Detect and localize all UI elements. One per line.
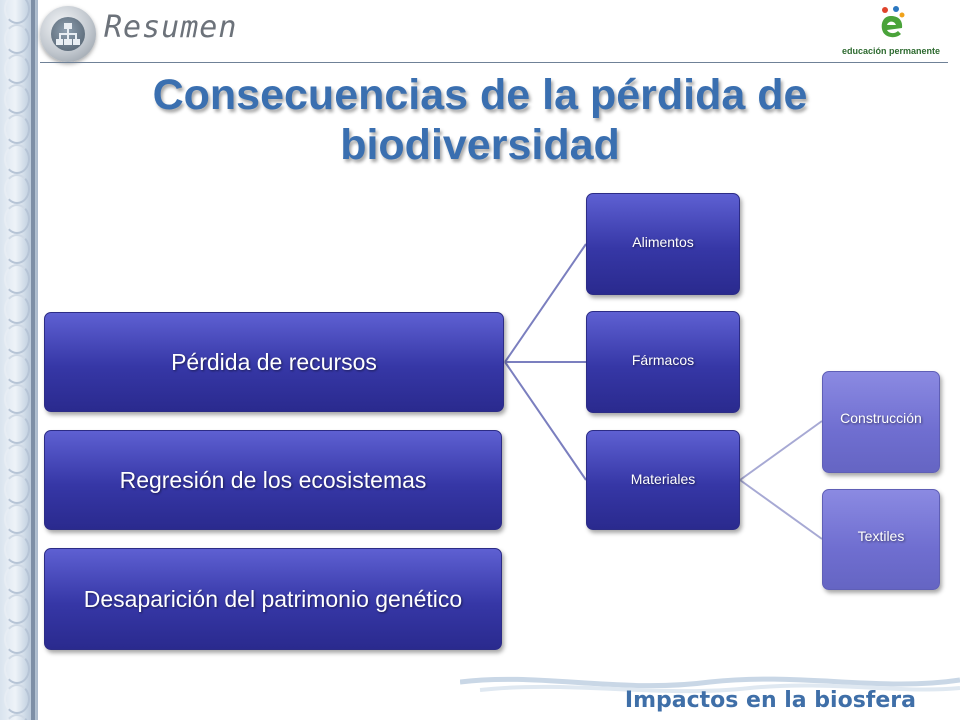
band-ring [4,414,30,444]
box-desaparicion-patrimonio: Desaparición del patrimonio genético [44,548,502,650]
band-ring [4,624,30,654]
header-divider [40,62,948,63]
box-perdida-recursos: Pérdida de recursos [44,312,504,412]
band-rail [31,0,35,720]
band-ring [4,474,30,504]
footer-text: Impactos en la biosfera [624,688,916,713]
box-regresion-ecosistemas: Regresión de los ecosistemas [44,430,502,530]
hierarchy-icon [56,23,80,45]
band-ring [4,294,30,324]
band-ring [4,24,30,54]
section-title: Resumen [104,10,238,45]
band-ring [4,654,30,684]
band-ring [4,504,30,534]
band-ring [4,534,30,564]
box-alimentos: Alimentos [586,193,740,295]
band-ring [4,564,30,594]
sitemap-logo-icon [40,6,96,62]
box-materiales: Materiales [586,430,740,530]
logo-inner-icon [51,17,85,51]
box-construccion: Construcción [822,371,940,473]
band-ring [4,54,30,84]
footer-swoosh [460,676,960,694]
band-ring [4,324,30,354]
box-textiles: Textiles [822,489,940,590]
band-ring [4,684,30,714]
band-ring [4,384,30,414]
band-ring [4,444,30,474]
connector-materiales [504,361,587,481]
brand-text: educación permanente [841,46,941,56]
band-ring [4,594,30,624]
box-farmacos: Fármacos [586,311,740,413]
band-ring [4,354,30,384]
band-ring [4,204,30,234]
band-ring [4,264,30,294]
slide-title: Consecuencias de la pérdida de biodivers… [152,71,808,169]
left-decorative-band [0,0,38,720]
band-ring [4,114,30,144]
band-ring [4,84,30,114]
brand-logo: educación permanente [836,6,946,60]
connector-alimentos [504,243,587,363]
connector-construccion [739,420,823,481]
connector-textiles [739,479,823,540]
band-ring [4,234,30,264]
band-ring [4,144,30,174]
educacion-permanente-logo-icon [881,6,905,38]
band-ring [4,0,30,24]
band-ring [4,174,30,204]
